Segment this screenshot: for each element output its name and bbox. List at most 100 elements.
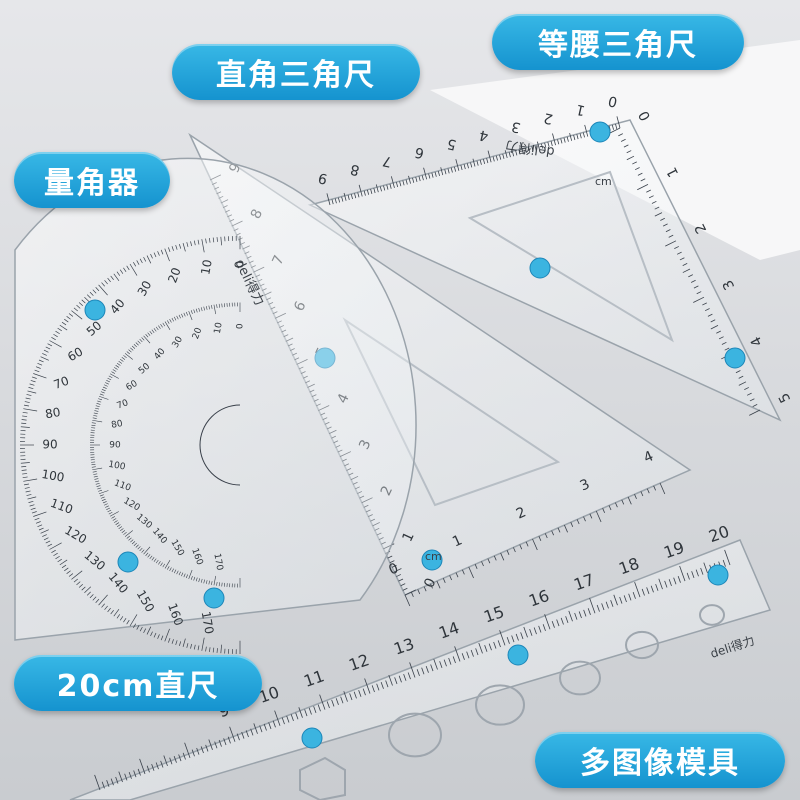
template-circle xyxy=(475,684,525,726)
protractor-tick xyxy=(68,573,74,577)
protractor-tick xyxy=(205,238,207,244)
protractor-inner-number: 80 xyxy=(110,419,123,431)
protractor-inner-tick xyxy=(124,353,133,360)
protractor-tick xyxy=(89,291,94,296)
protractor-inner-tick xyxy=(103,503,108,506)
iso-top-tick xyxy=(343,192,347,201)
ruler-tick xyxy=(160,760,164,768)
protractor-inner-tick xyxy=(98,395,109,400)
triangle-base-tick xyxy=(474,564,478,569)
iso-right-tick xyxy=(618,133,623,137)
protractor-inner-tick xyxy=(101,389,106,392)
protractor-tick xyxy=(66,570,71,574)
ruler-tick xyxy=(677,575,681,583)
protractor-tick xyxy=(201,239,205,253)
triangle-base-tick xyxy=(423,586,427,592)
triangle-base-tick xyxy=(404,594,411,607)
ruler-tick xyxy=(133,770,137,778)
iso-right-tick xyxy=(682,268,691,273)
ruler-tick xyxy=(151,763,155,771)
triangle-base-tick xyxy=(627,496,632,505)
protractor-tick xyxy=(22,473,28,475)
ruler-tick xyxy=(511,635,515,643)
ruler-tick xyxy=(274,710,281,726)
protractor-inner-tick xyxy=(91,466,96,468)
protractor-tick xyxy=(139,258,143,264)
iso-right-tick xyxy=(640,178,646,182)
protractor-tick xyxy=(168,247,171,252)
iso-top-tick xyxy=(616,116,621,129)
protractor-tick xyxy=(47,343,53,347)
ruler-tick xyxy=(200,746,204,754)
protractor-tick xyxy=(37,363,43,366)
triangle-base-tick xyxy=(557,527,561,533)
protractor-outer-number: 20 xyxy=(165,266,183,285)
ruler-tick xyxy=(583,609,587,617)
protractor-inner-tick xyxy=(195,577,198,582)
protractor-inner-tick xyxy=(95,480,100,483)
ruler-tick xyxy=(380,682,384,689)
iso-mid-badge xyxy=(529,257,551,279)
protractor-tick xyxy=(116,271,121,276)
protractor-inner-tick xyxy=(95,482,100,485)
triangle-base-tick xyxy=(513,547,516,553)
brand-logo-text: deli得力 xyxy=(504,137,555,160)
ruler-tick xyxy=(398,675,402,683)
protractor-tick xyxy=(179,243,182,249)
protractor-inner-tick xyxy=(164,560,171,569)
ruler-tick xyxy=(655,583,659,591)
ruler-tick xyxy=(178,754,182,762)
triangle-base-tick xyxy=(640,491,644,497)
protractor-inner-tick xyxy=(216,304,218,309)
template-circle xyxy=(699,604,725,626)
protractor-inner-tick xyxy=(133,542,137,546)
triangle-base-tick xyxy=(589,513,593,519)
ruler-tick xyxy=(286,715,290,723)
protractor-inner-tick xyxy=(205,580,208,584)
protractor-tick xyxy=(49,542,62,550)
protractor-tick xyxy=(40,356,49,361)
iso-top-tick xyxy=(472,158,476,167)
ruler-tick xyxy=(94,774,101,791)
ruler-tick xyxy=(544,614,551,630)
iso-top-tick xyxy=(395,182,399,188)
triangle-side-tick xyxy=(387,555,393,559)
protractor-tick xyxy=(66,316,71,320)
protractor-tick xyxy=(78,584,83,588)
ruler-tick xyxy=(499,630,506,646)
protractor-inner-tick xyxy=(193,309,196,314)
protractor-tick xyxy=(76,304,81,309)
protractor-inner-tick xyxy=(105,505,109,508)
iso-top-tick xyxy=(502,153,505,159)
protractor-tick xyxy=(175,245,178,250)
protractor-inner-tick xyxy=(181,313,184,318)
iso-top-number: 8 xyxy=(349,161,361,179)
protractor-tick xyxy=(43,349,49,353)
protractor-tick xyxy=(42,534,47,537)
iso-right-tick xyxy=(609,127,621,134)
ruler-tick xyxy=(343,691,348,702)
protractor-tick xyxy=(95,598,100,603)
iso-right-tick xyxy=(744,387,749,391)
iso-top-number: 5 xyxy=(446,135,458,153)
protractor-inner-tick xyxy=(183,573,186,578)
protractor-tick xyxy=(133,623,137,628)
ruler-tick xyxy=(364,678,371,694)
ruler-tick xyxy=(650,585,654,593)
protractor-tick xyxy=(110,610,114,615)
protractor-tick xyxy=(104,280,108,285)
protractor-tick xyxy=(164,248,170,262)
protractor-tick xyxy=(186,643,189,648)
iso-right-tick xyxy=(749,398,755,402)
protractor-inner-tick xyxy=(92,471,97,473)
label-templates: 多图像模具 xyxy=(535,732,785,788)
ruler-tick xyxy=(664,580,668,588)
iso-right-tick xyxy=(688,274,693,278)
label-protractor: 量角器 xyxy=(14,152,170,208)
iso-top-tick xyxy=(347,194,350,200)
protractor-tick xyxy=(136,260,140,265)
iso-top-tick xyxy=(337,197,341,203)
ruler-tick xyxy=(619,596,623,604)
protractor-tick xyxy=(57,558,62,563)
triangle-base-tick xyxy=(462,569,465,575)
